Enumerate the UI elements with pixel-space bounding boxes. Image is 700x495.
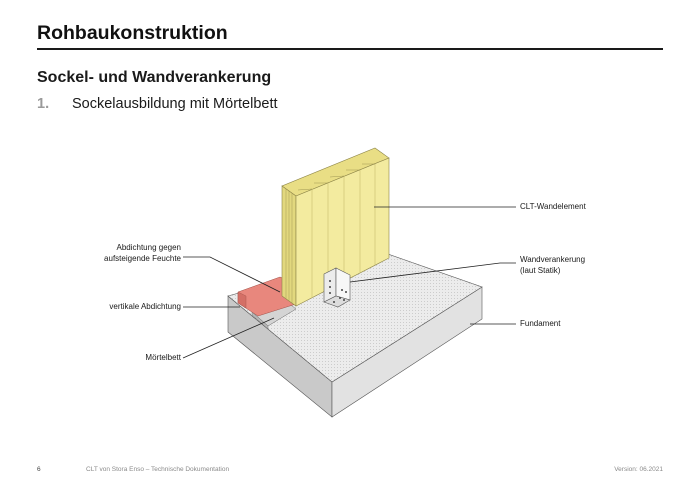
label-abdichtung-line2: aufsteigende Feuchte [104,253,181,263]
page-number: 6 [37,466,41,473]
foundation-block [227,252,483,418]
damp-proof-membrane [237,276,297,317]
footer-doc-name: CLT von Stora Enso – Technische Dokument… [86,466,230,473]
subsection-title: Sockelausbildung mit Mörtelbett [72,96,278,112]
label-fundament: Fundament [520,319,561,328]
label-abdichtung-line1: Abdichtung gegen [116,243,182,252]
angle-bracket-anchor [323,267,351,308]
leader-abdichtung [183,256,281,293]
label-wandverankerung: Wandverankerung (laut Statik) [520,255,585,276]
label-moertelbett: Mörtelbett [145,353,181,362]
label-abdichtung: Abdichtung gegen aufsteigende Feuchte [73,243,181,264]
section-title: Sockel- und Wandverankerung [37,69,272,86]
title-divider [37,48,663,50]
footer-version: Version: 06.2021 [614,466,663,473]
label-wandverankerung-line1: Wandverankerung [520,255,586,264]
subsection-number: 1. [37,96,50,112]
leader-moertelbett [182,317,275,359]
page-title: Rohbaukonstruktion [37,22,228,44]
leader-lines [182,206,516,359]
leader-wandverankerung [349,262,516,283]
label-clt-wandelement: CLT-Wandelement [520,202,586,211]
clt-wall-element [281,147,390,307]
label-wandverankerung-line2: (laut Statik) [520,265,561,275]
label-vertikale-abdichtung: vertikale Abdichtung [109,302,181,311]
